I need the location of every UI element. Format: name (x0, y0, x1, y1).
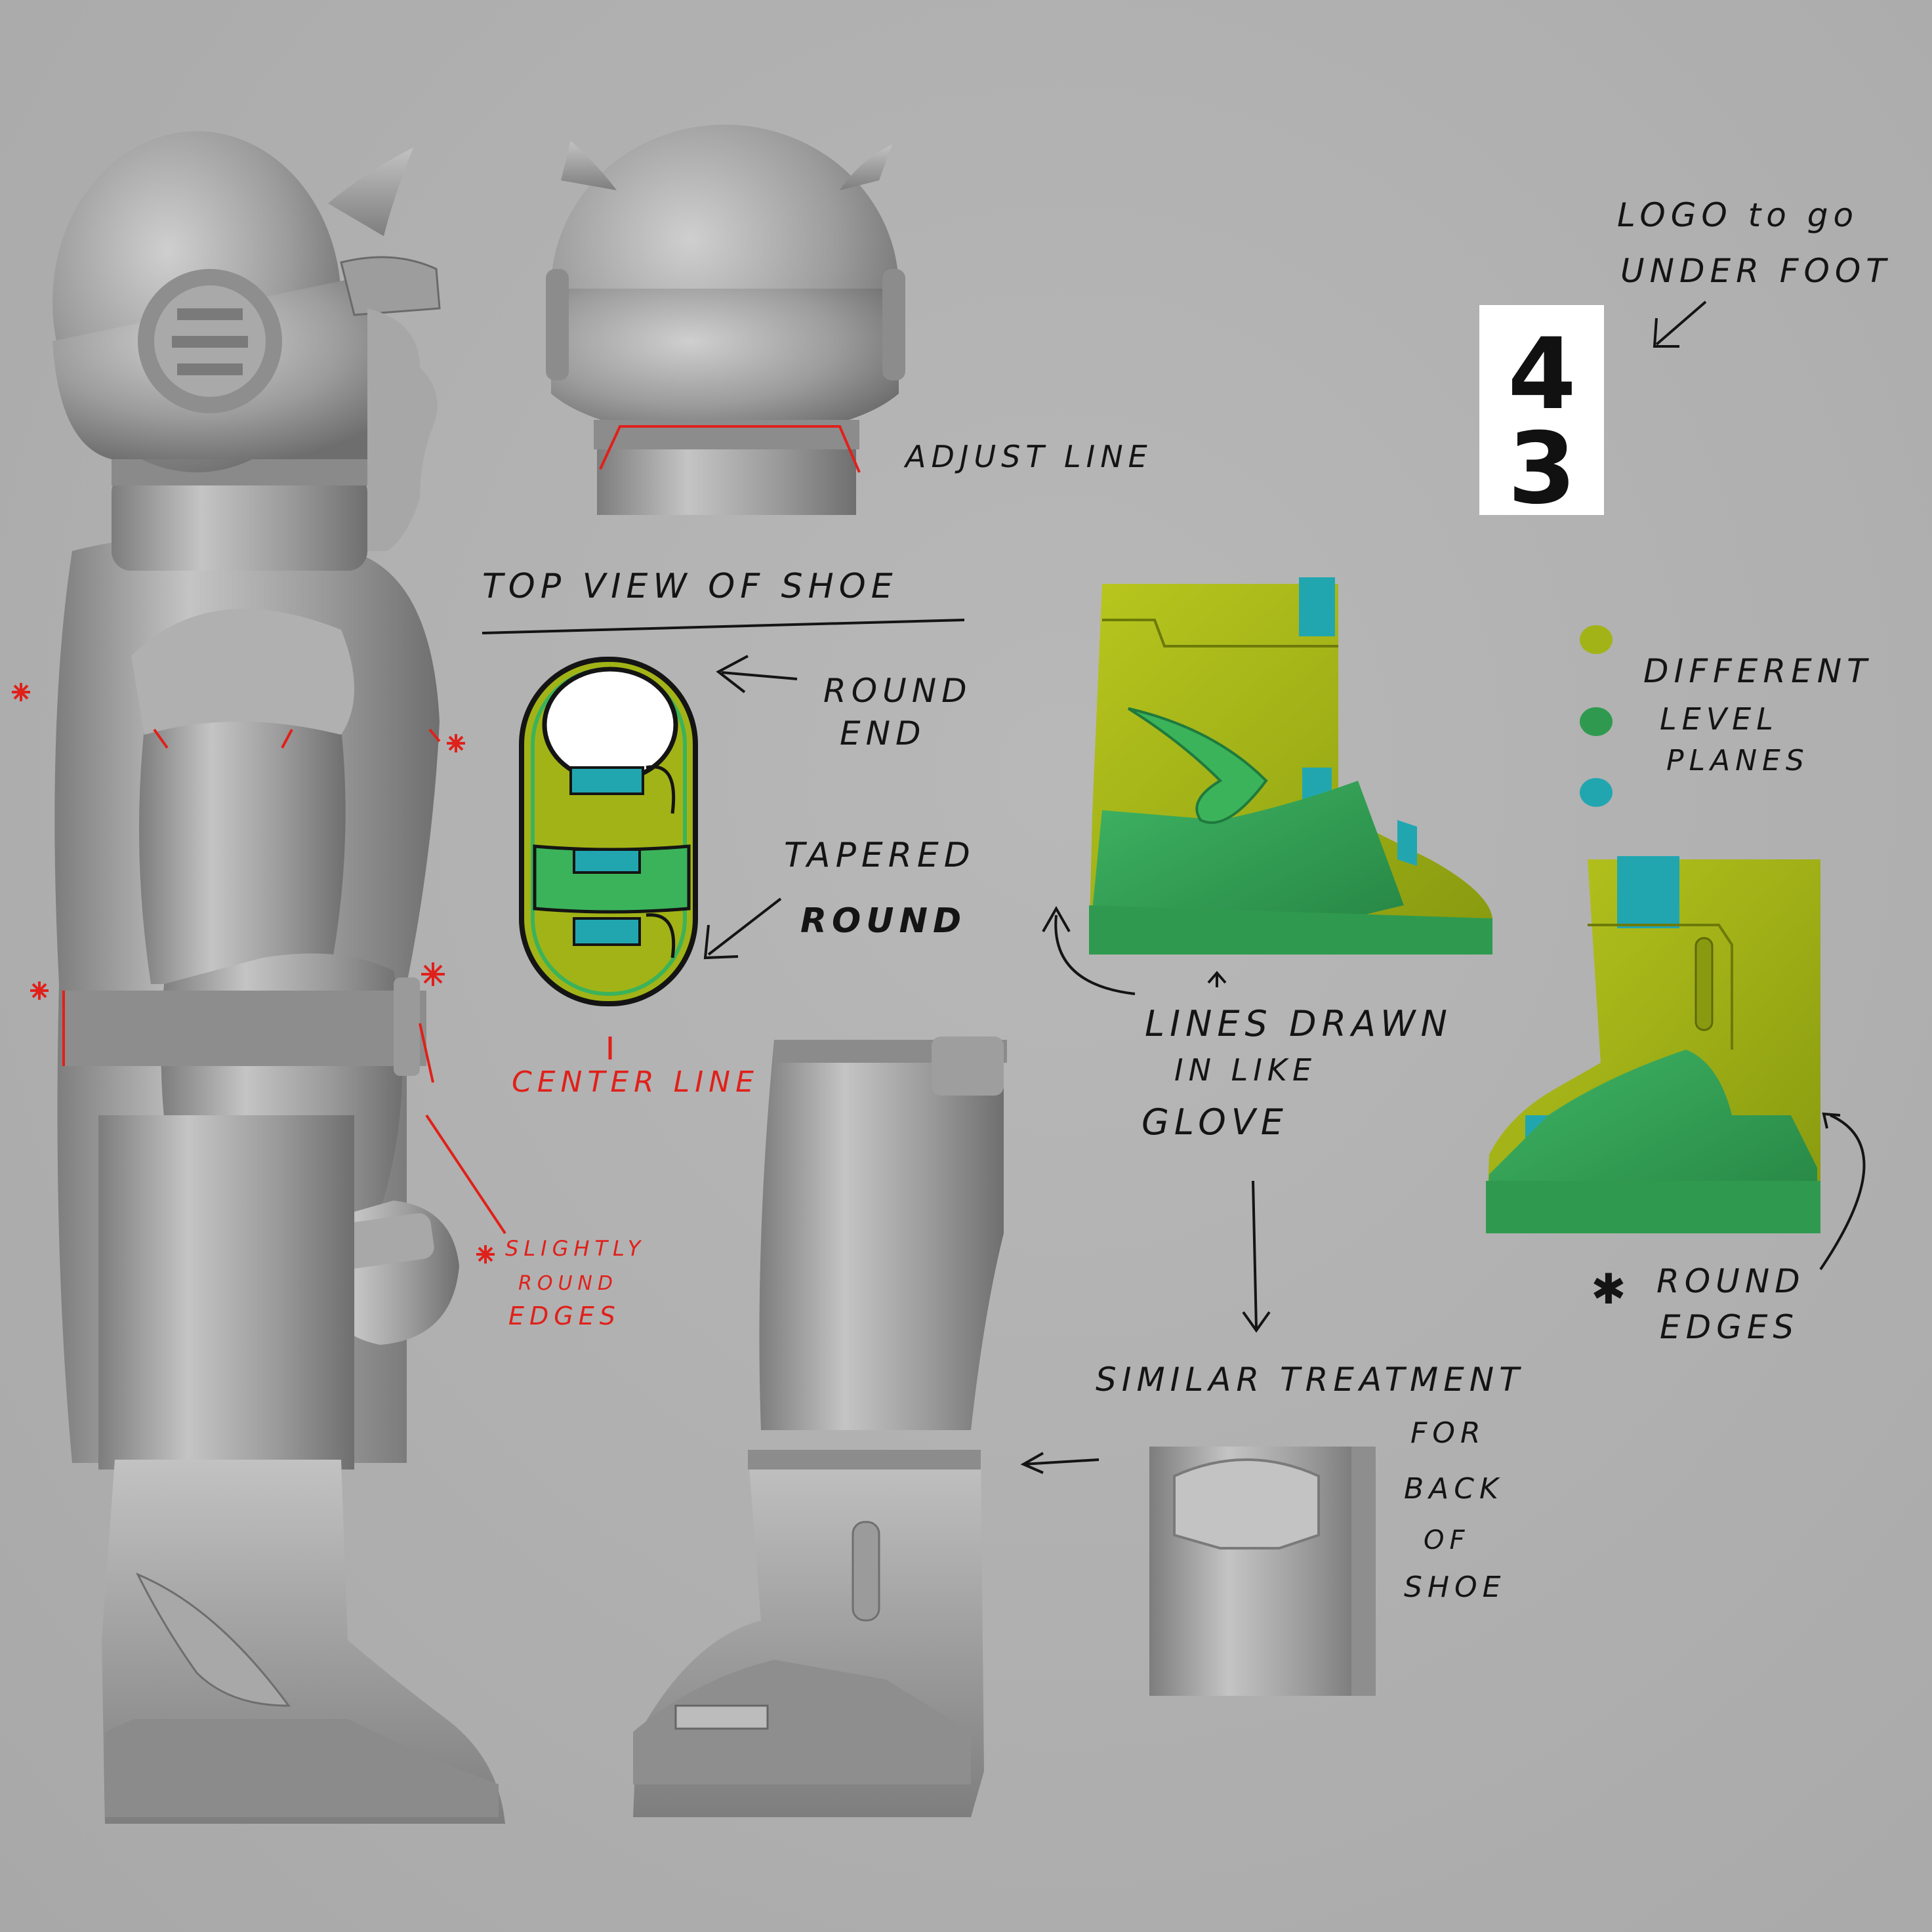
similar-line2: FOR (1410, 1416, 1486, 1450)
similar-line3: BACK (1404, 1472, 1504, 1506)
head-back-view (546, 125, 905, 515)
logo-note-line2: UNDER FOOT (1620, 252, 1891, 290)
round-edges-asterisk: ✱ (1591, 1265, 1626, 1314)
colored-boot-back (1486, 856, 1820, 1233)
round-edges-line2: EDGES (1660, 1308, 1799, 1346)
colored-boot-side (1089, 577, 1492, 955)
round-end-line1: ROUND (823, 672, 972, 710)
shoe-back-crop (1149, 1447, 1376, 1696)
level-plane-legend (1580, 625, 1613, 807)
adjust-line-note: ADJUST LINE (905, 439, 1153, 474)
slightly-round-line2: ROUND (518, 1272, 618, 1295)
similar-line5: SHOE (1404, 1571, 1506, 1604)
logo-card (1479, 305, 1604, 515)
red-asterisks (12, 683, 495, 1264)
lines-drawn-line1: LINES DRAWN (1145, 1003, 1452, 1044)
tapered-line1: TAPERED (784, 836, 976, 875)
side-view-character (12, 131, 506, 1824)
slightly-round-line1: SLIGHTLY (505, 1236, 646, 1261)
top-view-title: TOP VIEW OF SHOE (482, 567, 898, 606)
different-line1: DIFFERENT (1643, 652, 1872, 690)
logo-text: 43 (1485, 317, 1599, 506)
ink-arrows (1020, 300, 1866, 1474)
logo-note-line1: LOGO to go (1617, 196, 1859, 234)
round-edges-line1: ROUND (1656, 1262, 1805, 1300)
lines-drawn-line3: GLOVE (1141, 1101, 1288, 1143)
center-line-note: CENTER LINE (512, 1065, 759, 1099)
top-view-shoe-sketch (482, 619, 965, 1059)
tapered-line2: ROUND (800, 901, 967, 941)
different-line2: LEVEL (1660, 701, 1778, 737)
slightly-round-line3: EDGES (508, 1302, 621, 1330)
round-end-line2: END (840, 714, 926, 752)
logo-digits: 43 (1479, 308, 1604, 515)
leg-boot-view (633, 1037, 1007, 1817)
similar-line4: OF (1424, 1525, 1470, 1555)
different-line3: PLANES (1666, 744, 1809, 777)
red-edge-marks (62, 728, 506, 1235)
lines-drawn-line2: IN LIKE (1174, 1052, 1317, 1088)
similar-line1: SIMILAR TREATMENT (1096, 1361, 1525, 1399)
